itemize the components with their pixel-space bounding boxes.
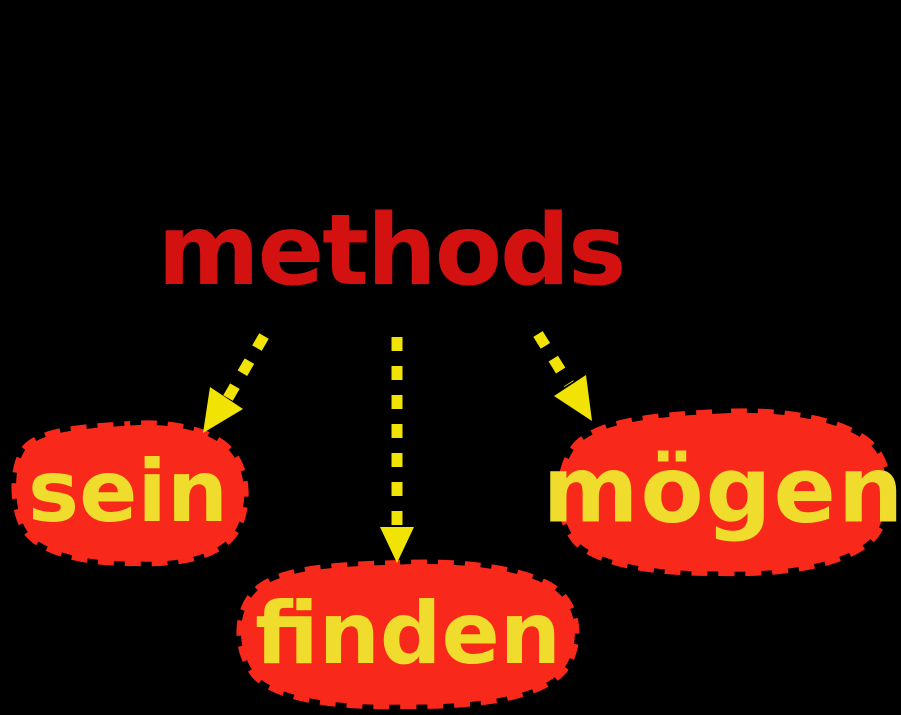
diagram-title: methods bbox=[157, 194, 626, 308]
arrow-to-finden-icon bbox=[380, 337, 414, 563]
node-blob-moegen bbox=[552, 403, 897, 581]
node-blob-finden bbox=[232, 555, 584, 714]
arrowhead-sein-icon bbox=[203, 387, 243, 433]
node-label-moegen: mögen bbox=[542, 436, 901, 544]
node-blob-sein bbox=[7, 415, 254, 571]
arrow-to-sein-icon bbox=[203, 333, 269, 433]
arrowhead-finden-icon bbox=[380, 527, 414, 563]
arrow-to-moegen-icon bbox=[533, 331, 592, 421]
arrowhead-moegen-icon bbox=[554, 375, 592, 421]
node-label-sein: sein bbox=[27, 442, 229, 542]
node-label-finden: finden bbox=[254, 584, 562, 684]
